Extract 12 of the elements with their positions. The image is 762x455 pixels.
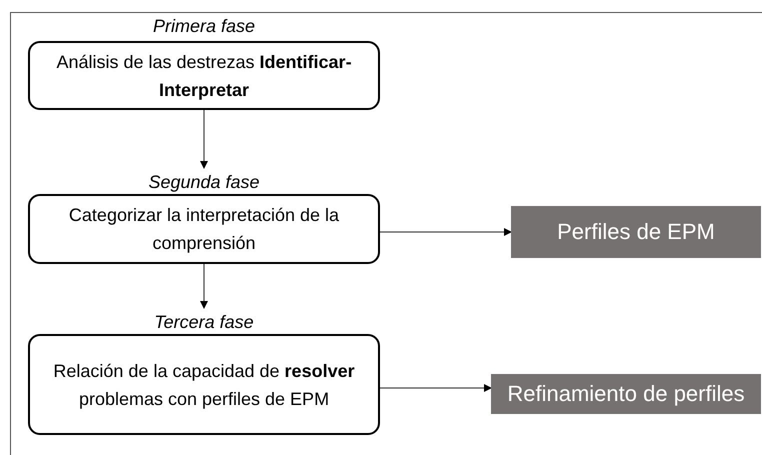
arrow [200, 264, 208, 309]
arrow [380, 384, 492, 392]
result-box: Refinamiento de perfiles [491, 374, 761, 414]
phase-heading: Segunda fase [148, 171, 260, 194]
phase-heading: Primera fase [152, 15, 256, 38]
result-box: Perfiles de EPM [511, 206, 761, 258]
process-box: Categorizar la interpretación de la comprensión [28, 194, 380, 264]
process-box: Análisis de las destrezas Identificar-Interpretar [28, 41, 380, 110]
arrow [380, 228, 512, 236]
arrow [200, 110, 208, 169]
phase-heading: Tercera fase [154, 311, 254, 334]
process-box: Relación de la capacidad de resolver problemas con perfiles de EPM [28, 334, 380, 435]
